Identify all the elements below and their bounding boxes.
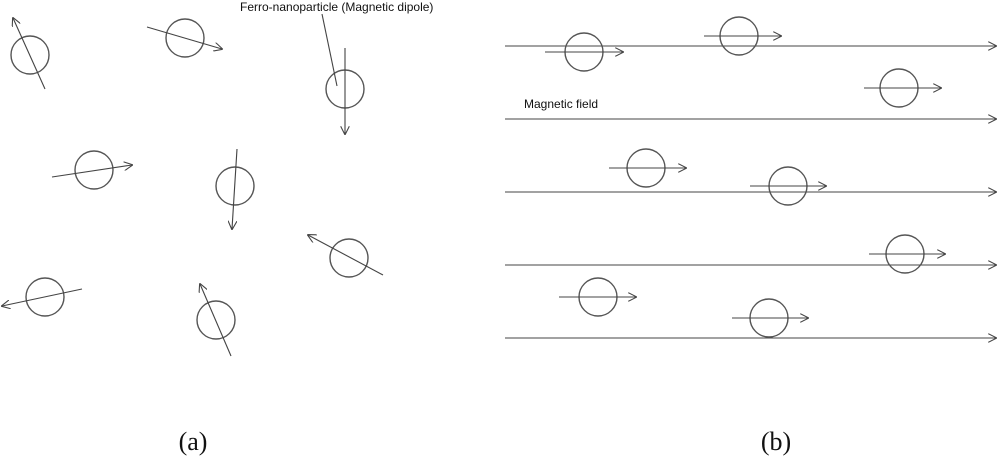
nanoparticle-circle (25, 277, 65, 317)
panel-b-aligned-dipoles (505, 16, 996, 338)
dipole-moment-arrow (232, 148, 238, 229)
annotation-pointer-line (321, 13, 338, 87)
nanoparticle-circle (215, 166, 255, 206)
dipole-moment-arrow (308, 235, 384, 276)
panel-a-random-dipoles (2, 18, 384, 357)
dipole-moment-arrow (13, 18, 46, 90)
nanoparticle-circle (10, 35, 50, 75)
nanoparticle-circle (329, 238, 369, 278)
dipole-moment-arrow (200, 284, 232, 357)
dipole-moment-arrow (2, 288, 83, 306)
panel-a-label: (a) (179, 427, 208, 456)
nanoparticle-annotation: Ferro-nanoparticle (Magnetic dipole) (240, 0, 433, 14)
nanoparticle-circle (196, 300, 236, 340)
nanoparticle-circle (74, 150, 114, 190)
dipole-moment-arrow (51, 165, 132, 178)
magnetic-field-label: Magnetic field (524, 97, 598, 111)
panel-b-label: (b) (761, 427, 791, 456)
nanoparticle-circle (165, 18, 205, 58)
dipole-moment-arrow (146, 26, 222, 49)
